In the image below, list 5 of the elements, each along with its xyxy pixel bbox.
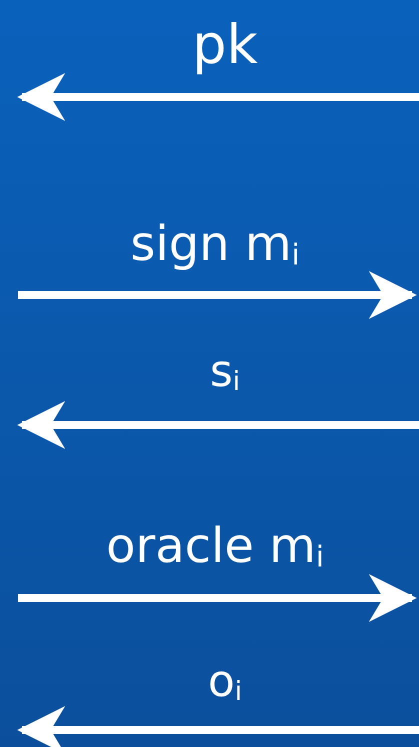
message-label: oracle m$_{i}$ bbox=[106, 522, 324, 572]
message-label: pk bbox=[192, 18, 258, 72]
message-label: sign m$_{i}$ bbox=[130, 220, 300, 270]
message-label: o$_{i}$ bbox=[208, 660, 242, 706]
message-label: s$_{i}$ bbox=[210, 350, 240, 396]
